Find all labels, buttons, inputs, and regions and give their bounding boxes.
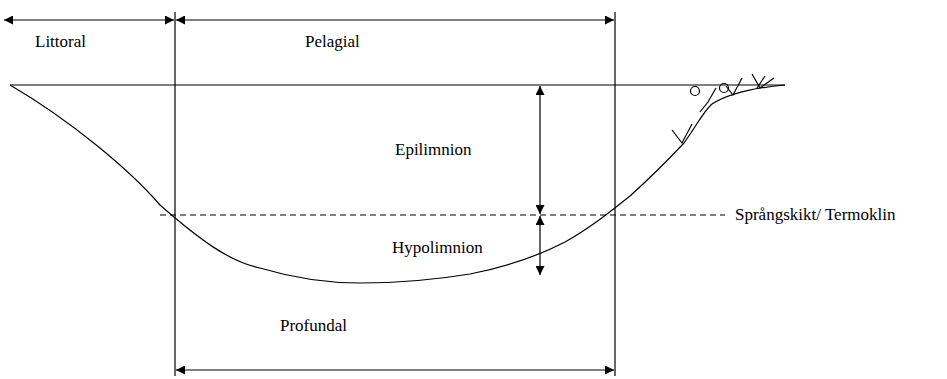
zone-label: Littoral bbox=[35, 32, 86, 52]
zone-label: Profundal bbox=[280, 316, 347, 336]
zone-label: Pelagial bbox=[305, 32, 360, 52]
layer-label: Epilimnion bbox=[395, 140, 472, 160]
layer-label: Hypolimnion bbox=[392, 238, 483, 258]
layer-label: Språngskikt/ Termoklin bbox=[735, 205, 895, 225]
